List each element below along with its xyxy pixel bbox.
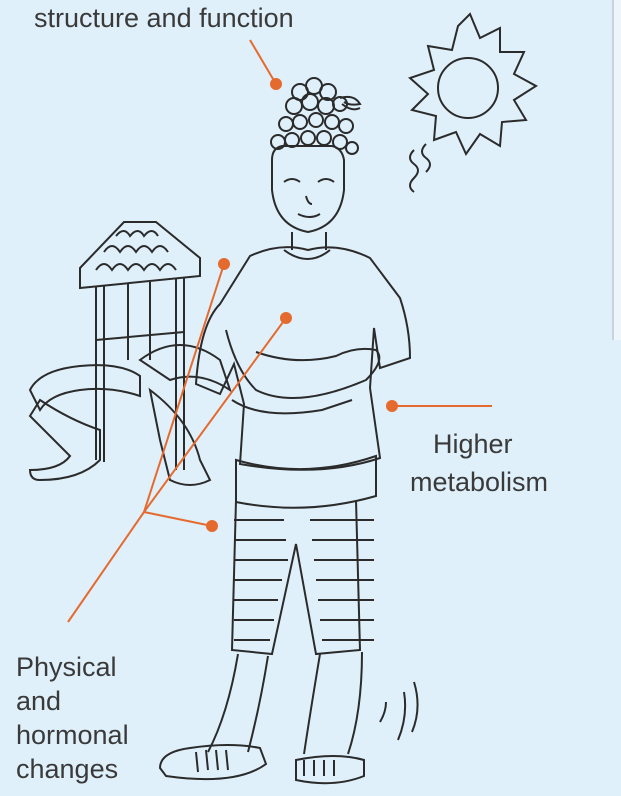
callout-dot-chest — [281, 313, 291, 323]
sun-core — [438, 58, 498, 118]
callout-line-top — [250, 40, 276, 84]
callout-branch-3 — [144, 512, 212, 526]
label-and: and — [16, 684, 129, 718]
callout-dot-shoulder — [219, 259, 229, 269]
sun-icon — [410, 14, 536, 192]
right-sandal — [296, 756, 364, 783]
callout-line-physical — [68, 512, 144, 622]
callout-dot-metabolism — [387, 401, 397, 411]
callout-dot-top — [271, 79, 281, 89]
heat-wave-1 — [410, 150, 418, 192]
face — [272, 146, 344, 232]
callout-dot-hip — [207, 521, 217, 531]
heat-wave-2 — [422, 144, 430, 172]
label-physical-hormonal: Physical and hormonal changes — [16, 650, 129, 786]
label-hormonal: hormonal — [16, 718, 129, 752]
label-metabolism: metabolism — [410, 466, 548, 498]
girl-figure — [160, 78, 418, 783]
label-changes: changes — [16, 752, 129, 786]
label-physical: Physical — [16, 650, 129, 684]
shirt — [196, 247, 410, 470]
hair — [271, 78, 360, 154]
label-structure-function: structure and function — [34, 2, 294, 34]
sun-rays — [410, 14, 536, 154]
left-sandal — [160, 745, 266, 779]
capri-pants — [232, 500, 360, 654]
label-higher: Higher — [433, 428, 513, 460]
